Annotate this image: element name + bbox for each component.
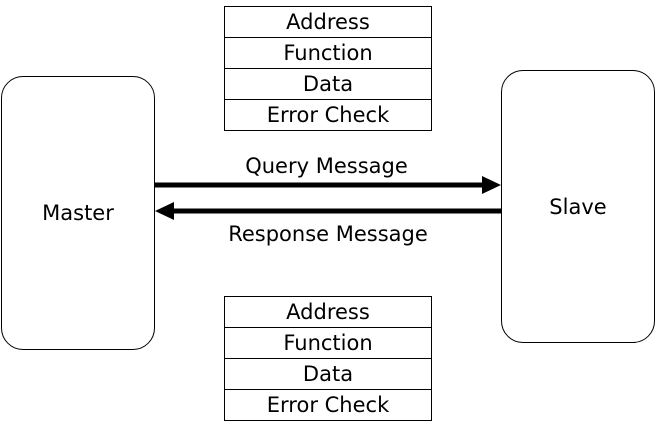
response-frame-error-check-field: Error Check <box>225 390 431 421</box>
response-frame-data-field: Data <box>225 359 431 390</box>
query-message-label: Query Message <box>245 154 408 178</box>
master-label: Master <box>42 201 114 225</box>
response-frame-function-field: Function <box>225 328 431 359</box>
response-arrowhead-icon <box>155 202 174 220</box>
query-frame-function-field: Function <box>225 38 431 69</box>
query-frame-data-field: Data <box>225 69 431 100</box>
slave-box: Slave <box>501 70 655 343</box>
response-message-label: Response Message <box>228 222 428 246</box>
query-message-frame: Address Function Data Error Check <box>224 6 432 131</box>
query-frame-error-check-field: Error Check <box>225 100 431 131</box>
slave-label: Slave <box>549 194 607 219</box>
response-frame-address-field: Address <box>225 297 431 328</box>
query-arrowhead-icon <box>482 176 501 194</box>
query-frame-address-field: Address <box>225 7 431 38</box>
master-box: Master <box>1 76 155 350</box>
response-message-frame: Address Function Data Error Check <box>224 296 432 421</box>
